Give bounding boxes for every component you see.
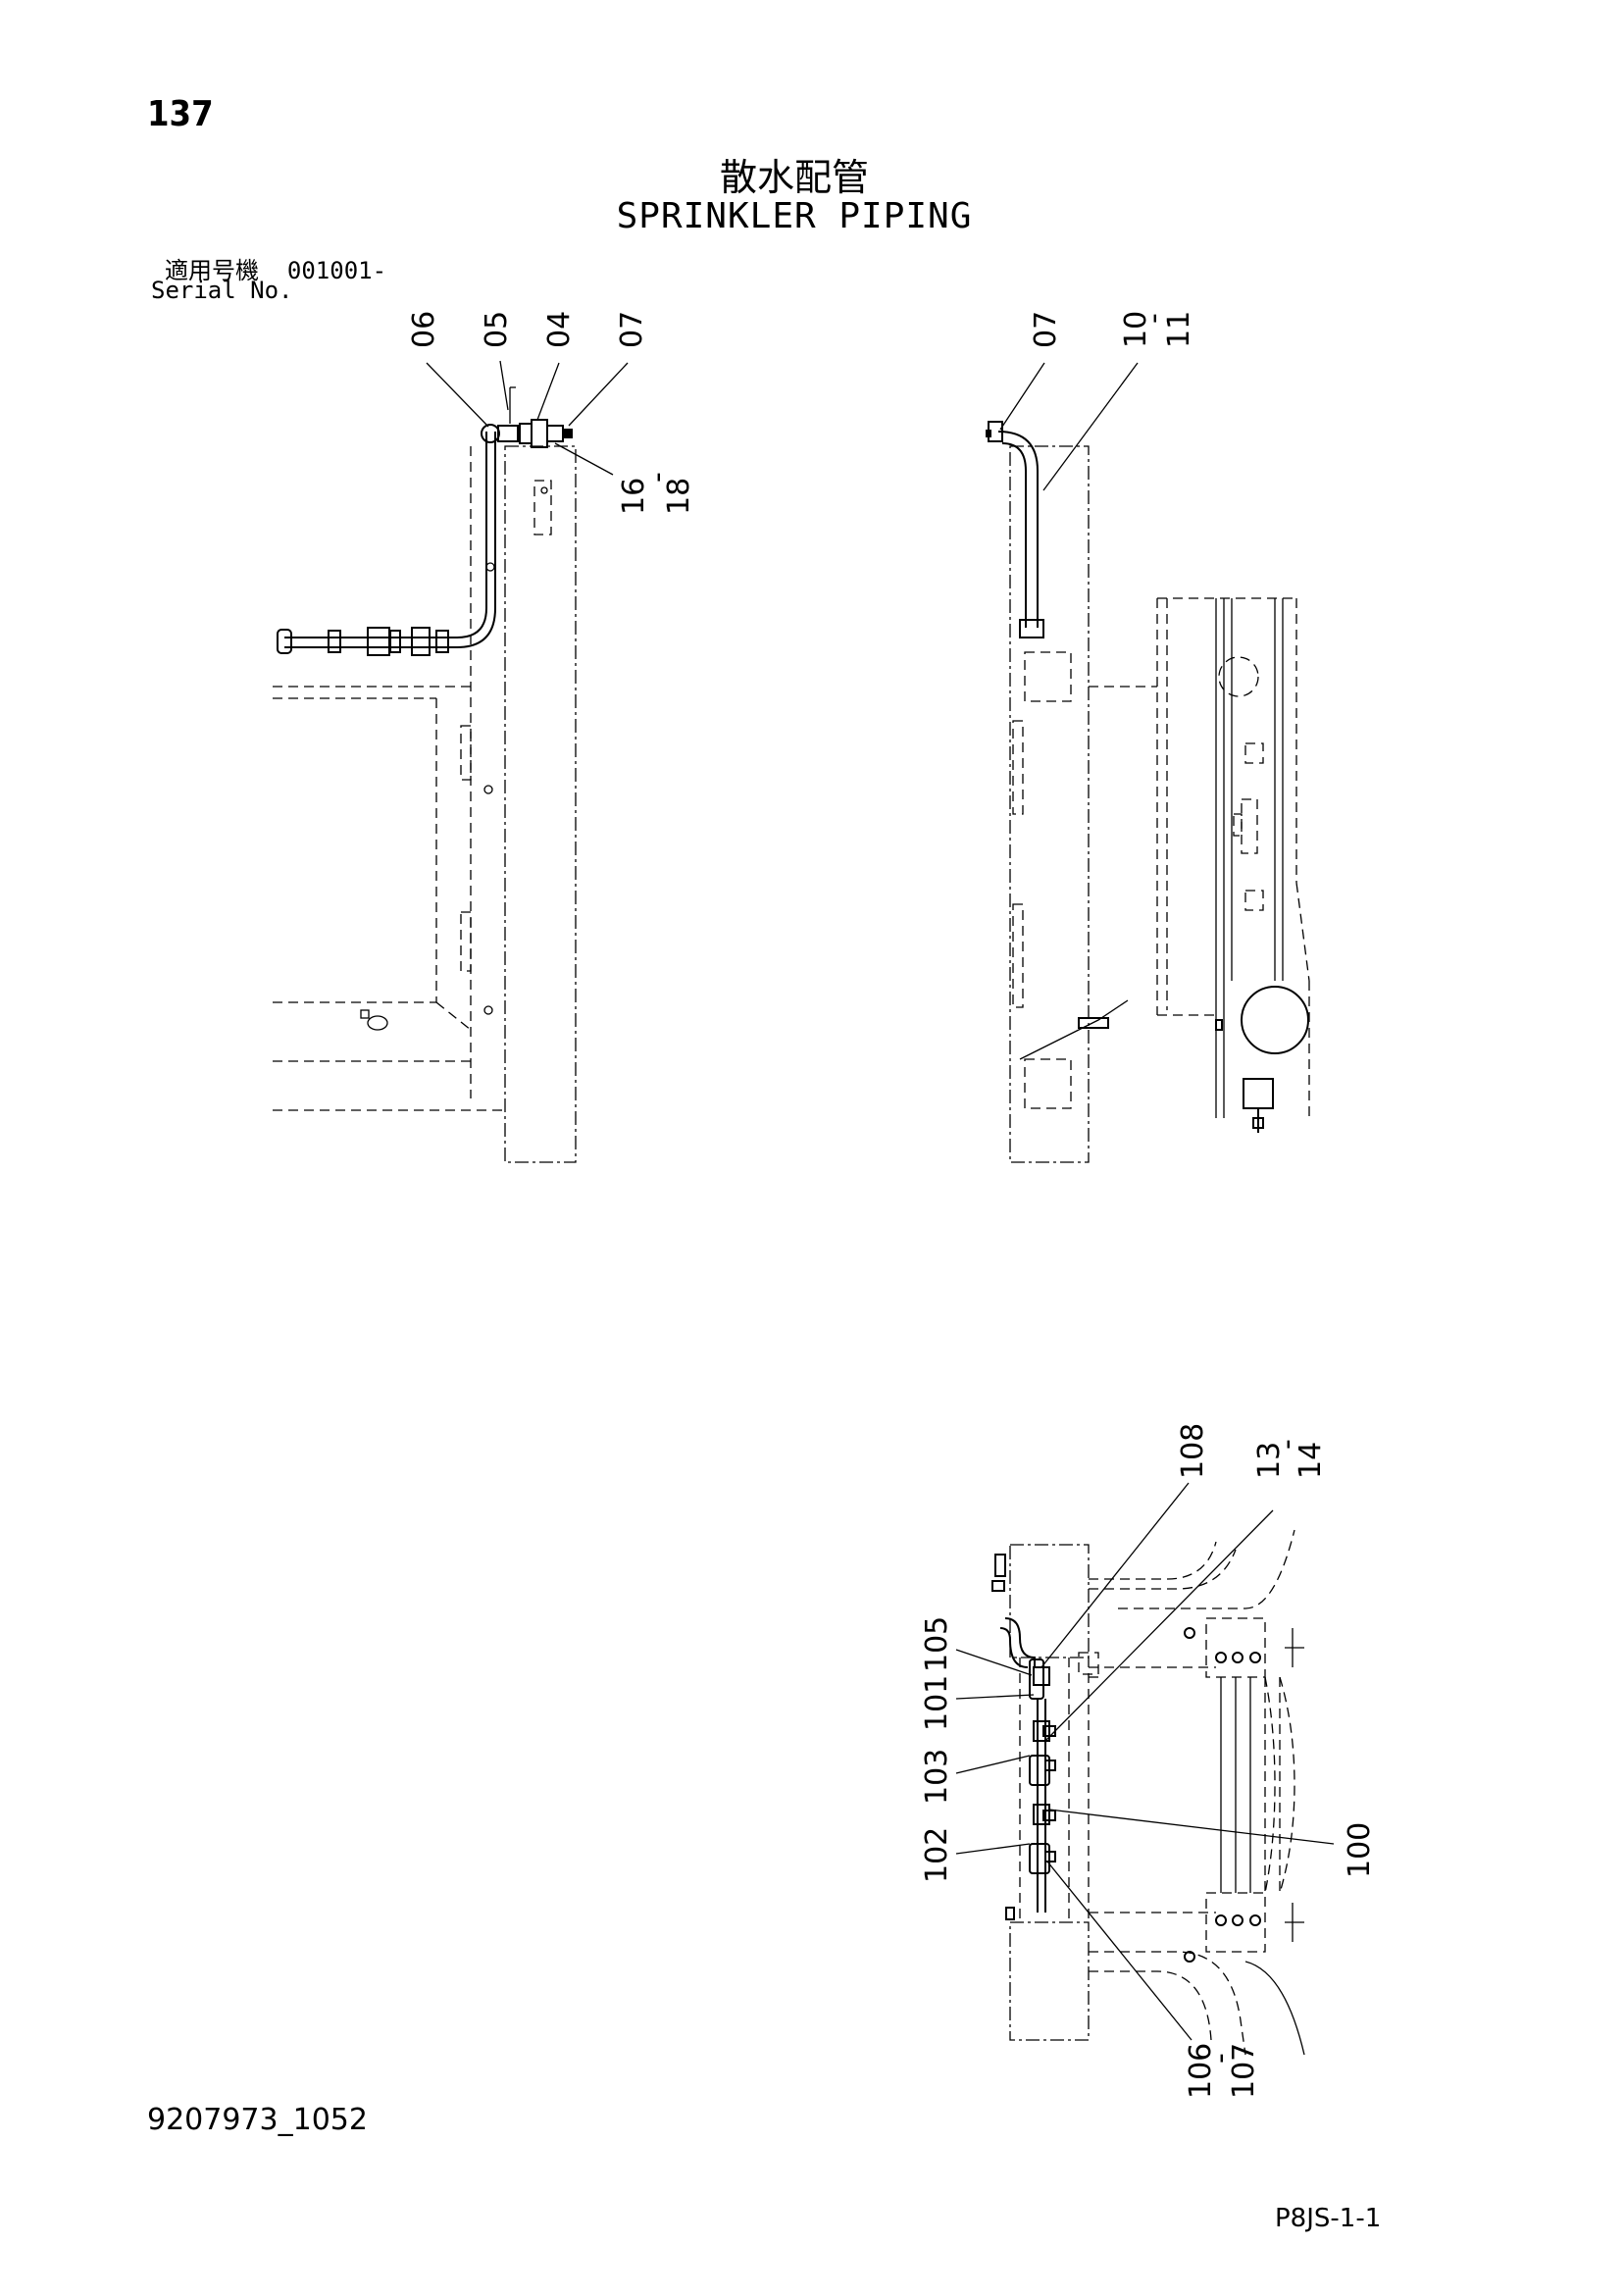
view-front-right: 07 10 - 11 <box>986 311 1310 1163</box>
callout-103: 103 <box>920 1749 954 1805</box>
callout-07: 07 <box>615 311 649 348</box>
callout-dash: - <box>1137 313 1171 324</box>
callout-dash: - <box>640 472 675 483</box>
sprinkler-pipe <box>1004 1617 1036 1667</box>
callout-105: 105 <box>920 1616 954 1672</box>
serial-applicability: 適用号機 001001- <box>165 251 386 285</box>
sprinkler-pipe <box>997 431 1039 628</box>
callout-06: 06 <box>407 311 441 348</box>
callout-101: 101 <box>920 1675 954 1731</box>
frame-column <box>1009 445 1090 1163</box>
callout-07: 07 <box>1029 311 1063 348</box>
callout-10: 10 <box>1119 311 1153 348</box>
document-id: 9207973_1052 <box>147 2103 368 2137</box>
elbow-fitting <box>481 424 500 443</box>
sprinkler-pipe <box>284 432 487 638</box>
callout-11: 11 <box>1162 311 1196 348</box>
page-title-japanese: 散水配管 <box>719 156 869 199</box>
callout-dash-2: - <box>1203 2053 1238 2064</box>
callout-14: 14 <box>1294 1442 1328 1479</box>
callout-102: 102 <box>920 1827 954 1883</box>
page-number: 137 <box>147 94 214 134</box>
page-code: P8JS-1-1 <box>1275 2204 1382 2233</box>
callout-106: 106 <box>1184 2043 1218 2099</box>
view-rear-bottom: 108 13 - 14 105 101 103 102 100 106 - 10… <box>920 1423 1377 2099</box>
serial-label-japanese: 適用号機 <box>165 257 259 284</box>
callout-100: 100 <box>1343 1822 1377 1878</box>
callout-04: 04 <box>542 311 577 348</box>
view-side-left: 06 05 04 07 16 - 18 <box>273 311 696 1163</box>
tee-fitting <box>1033 1666 1050 1686</box>
callout-107: 107 <box>1227 2043 1261 2099</box>
callout-dash: - <box>1270 1439 1304 1450</box>
page-title: SPRINKLER PIPING <box>616 196 973 236</box>
callout-108: 108 <box>1176 1423 1210 1479</box>
serial-label: Serial No. <box>151 277 293 304</box>
bracket-plate <box>533 480 552 536</box>
callout-18: 18 <box>662 478 696 515</box>
leader-06 <box>426 362 489 428</box>
frame-column <box>504 445 577 1163</box>
callout-16: 16 <box>617 478 651 515</box>
serial-value: 001001- <box>286 257 387 284</box>
callout-05: 05 <box>480 311 514 348</box>
water-tank <box>1241 986 1309 1054</box>
callout-13: 13 <box>1252 1442 1287 1479</box>
valve <box>531 419 548 448</box>
